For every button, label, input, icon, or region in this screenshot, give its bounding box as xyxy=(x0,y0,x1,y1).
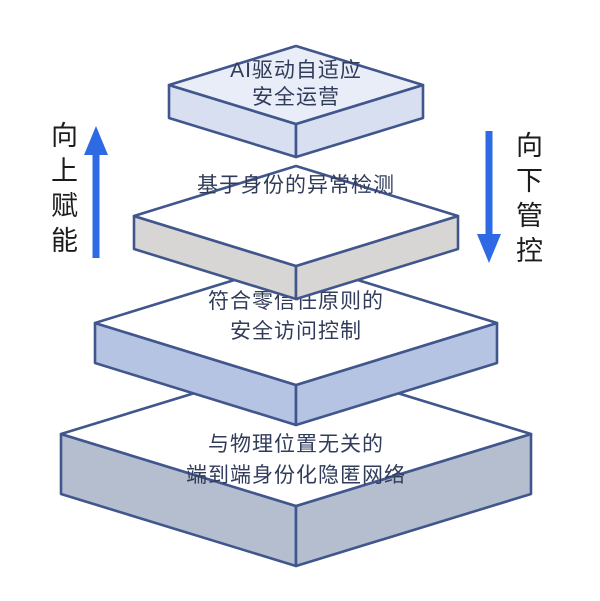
layer-3-label-line-1: 符合零信任原则的 xyxy=(208,290,384,313)
up-label: 向上赋能 xyxy=(47,121,77,261)
layer-3-top-face xyxy=(93,259,499,387)
layer-2-slab: 基于身份的异常检测 xyxy=(132,164,460,301)
layer-4-label-line-1: 与物理位置无关的 xyxy=(208,433,384,456)
down-label: 向下管控 xyxy=(512,131,542,271)
layer-4-slab: 与物理位置无关的 端到端身份化隐匿网络 xyxy=(59,360,533,568)
layer-1-label-line-2: 安全运营 xyxy=(252,86,340,109)
layer-1-label-line-1: AI驱动自适应 xyxy=(230,59,362,82)
down-arrow-head xyxy=(477,234,501,263)
up-arrow xyxy=(84,126,108,258)
down-arrow xyxy=(477,131,501,263)
layer-4-top-face xyxy=(59,360,533,508)
layer-3-label-line-2: 安全访问控制 xyxy=(230,320,362,343)
layer-1-slab: AI驱动自适应 安全运营 xyxy=(167,44,425,159)
layer-2-top-face xyxy=(132,164,460,268)
layer-3-slab: 符合零信任原则的 安全访问控制 xyxy=(93,259,499,427)
layer-4-label-line-2: 端到端身份化隐匿网络 xyxy=(186,464,406,487)
up-arrow-head xyxy=(84,126,108,155)
layer-1-top-face xyxy=(167,44,425,126)
layer-2-label-line-1: 基于身份的异常检测 xyxy=(197,174,395,197)
